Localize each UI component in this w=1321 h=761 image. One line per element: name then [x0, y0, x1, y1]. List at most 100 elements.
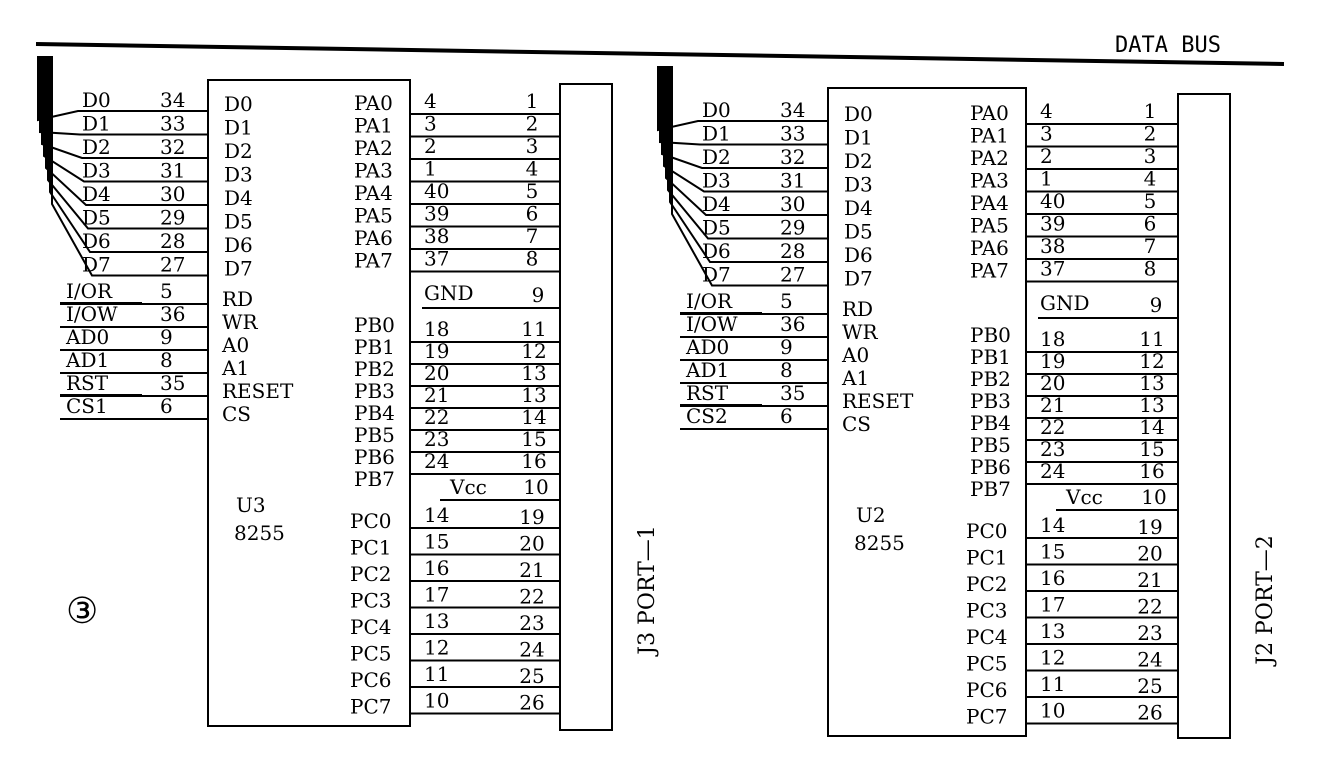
data-line-pin: 32	[780, 145, 805, 169]
port-pin-name: PC0	[966, 519, 1007, 543]
connector-pin-number: 13	[521, 383, 546, 407]
chip-control-pin-label: WR	[222, 310, 259, 334]
chip-pin-number: 15	[1040, 540, 1065, 564]
chip-control-pin-label: WR	[842, 320, 879, 344]
chip-pin-number: 16	[424, 556, 449, 580]
chip-control-pin-label: RESET	[842, 389, 914, 413]
control-line-pin: 35	[780, 381, 805, 405]
data-line-wire	[667, 66, 828, 240]
connector-pin-number: 19	[1137, 515, 1162, 539]
connector-pin-number: 1	[526, 89, 539, 113]
connector-pin-number: 24	[1137, 648, 1162, 672]
chip-pin-number: 18	[1040, 327, 1065, 351]
chip-pin-number: 40	[424, 179, 449, 203]
port-pin-name: PC0	[350, 509, 391, 533]
port-pin-name: PA4	[970, 191, 1009, 215]
data-line-pin: 29	[780, 216, 805, 240]
connector-pin-number: 11	[521, 317, 546, 341]
chip-data-pin-label: D2	[844, 149, 873, 173]
control-line-pin: 5	[160, 279, 173, 303]
chip-pin-number: 10	[424, 689, 449, 713]
data-line-signal: D7	[702, 263, 731, 287]
port-pin-name: PA5	[354, 204, 393, 228]
chip-pin-number: 17	[424, 583, 449, 607]
chip-pin-number: 11	[1040, 672, 1065, 696]
port-pin-name: PC6	[350, 668, 391, 692]
connector-pin-number: 6	[1144, 212, 1157, 236]
control-line-pin: 5	[780, 289, 793, 313]
port-pin-name: PA7	[354, 249, 393, 273]
connector-pin-number: 12	[521, 339, 546, 363]
data-line-pin: 27	[780, 263, 805, 287]
chip-data-pin-label: D1	[224, 116, 253, 140]
chip-pin-number: 10	[1040, 699, 1065, 723]
port-pin-name: PB1	[970, 345, 1011, 369]
data-line-pin: 34	[160, 88, 185, 112]
chip-pin-number: 4	[424, 89, 437, 113]
connector-pin-number: 14	[521, 405, 546, 429]
chip-pin-number: 21	[1040, 393, 1065, 417]
port-pin-name: PA6	[970, 236, 1009, 260]
data-line-pin: 28	[160, 229, 185, 253]
chip-pin-number: 2	[1040, 144, 1053, 168]
chip-pin-number: 3	[424, 112, 437, 136]
data-line-wire	[43, 56, 208, 183]
port-pin-name: PA0	[970, 101, 1009, 125]
connector-pin-number: 15	[1139, 437, 1164, 461]
chip-part-number: 8255	[854, 531, 905, 555]
connector-pin-number: 21	[1137, 568, 1162, 592]
chip-pin-number: 20	[424, 361, 449, 385]
port-pin-name: PA2	[970, 146, 1009, 170]
control-line-signal: AD1	[685, 358, 729, 382]
data-line-wire	[45, 56, 208, 206]
data-line-wire	[663, 66, 828, 193]
chip-pin-number: 11	[424, 662, 449, 686]
chip-8255-box	[827, 87, 1027, 737]
vcc-connector-pin: 10	[523, 475, 548, 499]
port-pin-name: PA7	[970, 259, 1009, 283]
data-line-wire	[41, 56, 208, 159]
connector-pin-number: 12	[1139, 349, 1164, 373]
connector-pin-number: 13	[1139, 371, 1164, 395]
port-pin-name: PB6	[354, 445, 395, 469]
chip-pin-number: 38	[424, 224, 449, 248]
data-line-pin: 33	[780, 122, 805, 146]
connector-pin-number: 6	[526, 202, 539, 226]
connector-pin-number: 8	[526, 247, 539, 271]
connector-box	[1177, 93, 1231, 739]
data-line-pin: 28	[780, 239, 805, 263]
data-line-pin: 30	[160, 182, 185, 206]
chip-pin-number: 20	[1040, 371, 1065, 395]
port-pin-name: PB7	[354, 467, 395, 491]
data-line-pin: 33	[160, 112, 185, 136]
port-pin-name: PB2	[354, 357, 395, 381]
chip-data-pin-label: D3	[844, 173, 873, 197]
port-pin-name: PB3	[970, 389, 1011, 413]
data-line-wire	[665, 66, 828, 216]
vcc-label: Vcc	[1065, 485, 1103, 509]
chip-pin-number: 2	[424, 134, 437, 158]
data-line-pin: 30	[780, 192, 805, 216]
connector-pin-number: 24	[519, 638, 544, 662]
data-line-signal: D4	[702, 192, 731, 216]
control-line-signal: I/OR	[686, 289, 733, 313]
data-line-signal: D3	[82, 159, 111, 183]
chip-pin-number: 14	[424, 503, 449, 527]
chip-data-pin-label: D0	[224, 92, 253, 116]
port-pin-name: PB5	[970, 433, 1011, 457]
chip-pin-number: 3	[1040, 122, 1053, 146]
connector-pin-number: 20	[519, 532, 544, 556]
data-line-wire	[671, 66, 828, 287]
data-line-signal: D1	[82, 112, 111, 136]
data-bus-line	[35, 42, 1285, 66]
port-pin-name: PC4	[350, 615, 391, 639]
chip-control-pin-label: CS	[842, 412, 871, 436]
data-line-wire	[39, 56, 208, 136]
port-pin-name: PC1	[350, 536, 391, 560]
connector-pin-number: 22	[1137, 595, 1162, 619]
control-line-signal: AD0	[65, 325, 109, 349]
control-line-pin: 9	[160, 325, 173, 349]
port-pin-name: PB4	[970, 411, 1011, 435]
chip-pin-number: 14	[1040, 513, 1065, 537]
